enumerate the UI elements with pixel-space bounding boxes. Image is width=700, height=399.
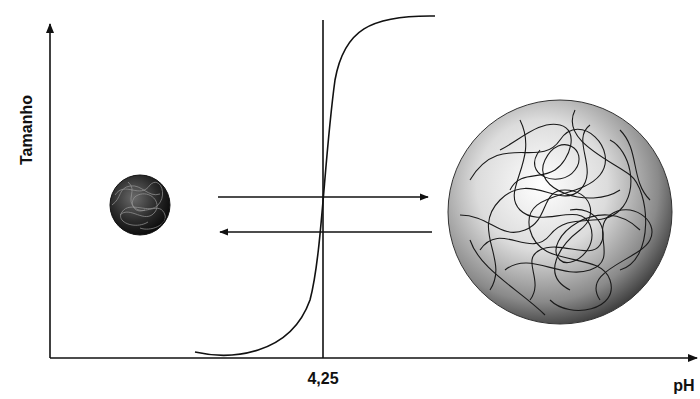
axis-title: pH <box>673 378 694 394</box>
collapsed-particle <box>110 175 170 235</box>
axis-title: Tamanho <box>19 95 35 165</box>
swelling-arrow <box>218 196 428 198</box>
sigmoid-curve <box>195 16 435 355</box>
tick-label: 4,25 <box>307 371 338 387</box>
swollen-particle <box>448 100 672 324</box>
collapse-arrow <box>220 231 432 233</box>
x-axis <box>50 357 697 359</box>
y-axis <box>49 24 51 358</box>
